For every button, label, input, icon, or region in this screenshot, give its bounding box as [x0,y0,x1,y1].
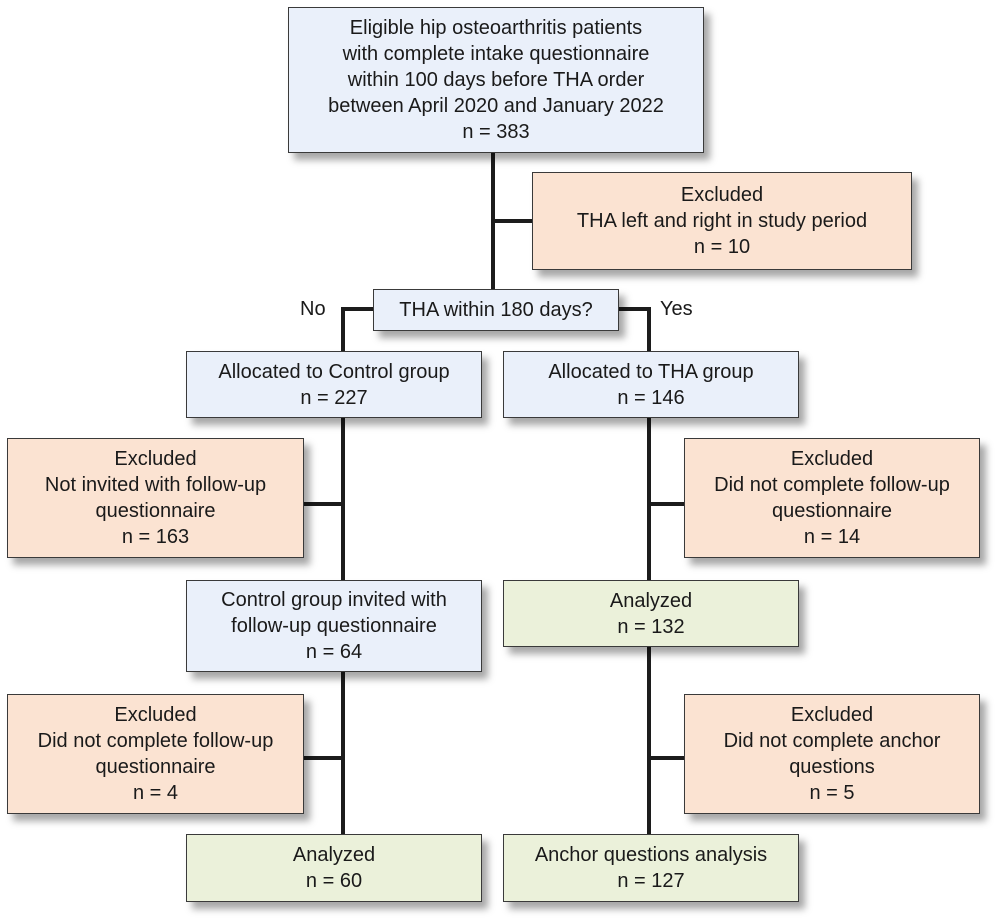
tha-analyzed-count: n = 132 [617,615,685,638]
control-allocated-box: Allocated to Control group n = 227 [186,351,482,418]
connector-yes-vertical [647,307,651,351]
eligible-line-3: within 100 days before THA order [347,69,645,91]
connector-excluded-bilateral [491,219,532,223]
excluded-bilateral-count: n = 10 [693,236,751,258]
connector-control-excluded-163 [304,502,344,506]
tha-excluded-anchor-count: n = 5 [809,782,855,804]
control-excluded-incomplete-count: n = 4 [132,782,179,804]
control-analyzed-box: Analyzed n = 60 [186,834,482,902]
tha-anchor-analysis-box: Anchor questions analysis n = 127 [503,834,799,902]
control-excluded-not-invited-reason-2: questionnaire [95,500,216,522]
tha-excluded-incomplete-heading: Excluded [790,448,874,470]
control-excluded-not-invited-reason-1: Not invited with follow-up [44,474,267,496]
tha-analyzed-box: Analyzed n = 132 [503,580,799,647]
eligible-line-1: Eligible hip osteoarthritis patients [349,17,643,39]
control-excluded-incomplete-reason-1: Did not complete follow-up [37,730,274,752]
connector-no-horizontal [341,307,373,311]
control-excluded-incomplete-reason-2: questionnaire [95,756,216,778]
control-invited-box: Control group invited with follow-up que… [186,580,482,672]
control-excluded-not-invited-count: n = 163 [121,526,190,548]
tha-excluded-incomplete-reason-2: questionnaire [771,500,893,522]
excluded-bilateral-heading: Excluded [680,184,764,206]
eligible-patients-box: Eligible hip osteoarthritis patients wit… [288,7,704,153]
tha-excluded-anchor-box: Excluded Did not complete anchor questio… [684,694,980,814]
connector-tha-excluded-5 [647,756,684,760]
excluded-bilateral-box: Excluded THA left and right in study per… [532,172,912,270]
tha-allocated-box: Allocated to THA group n = 146 [503,351,799,418]
control-invited-line-2: follow-up questionnaire [231,615,437,637]
control-excluded-incomplete-box: Excluded Did not complete follow-up ques… [7,694,304,814]
control-invited-count: n = 64 [305,641,363,663]
decision-box: THA within 180 days? [373,289,619,331]
tha-excluded-incomplete-reason-1: Did not complete follow-up [714,474,950,496]
tha-allocated-count: n = 146 [617,386,685,409]
control-excluded-not-invited-box: Excluded Not invited with follow-up ques… [7,438,304,558]
tha-excluded-anchor-reason-2: questions [789,756,875,778]
tha-anchor-analysis-count: n = 127 [617,870,685,892]
tha-analyzed-label: Analyzed [609,589,693,612]
decision-question: THA within 180 days? [399,299,593,321]
control-allocated-count: n = 227 [300,386,368,409]
control-excluded-incomplete-heading: Excluded [114,704,197,726]
decision-no-label: No [300,298,326,320]
control-excluded-not-invited-heading: Excluded [114,448,197,470]
control-allocated-label: Allocated to Control group [218,360,450,383]
connector-tha-excluded-14 [647,502,684,506]
control-analyzed-label: Analyzed [292,844,376,866]
tha-excluded-incomplete-box: Excluded Did not complete follow-up ques… [684,438,980,558]
control-analyzed-count: n = 60 [305,870,363,892]
eligible-line-2: with complete intake questionnaire [342,43,650,65]
decision-yes-label: Yes [660,298,693,320]
connector-no-vertical [341,307,345,351]
tha-anchor-analysis-label: Anchor questions analysis [534,844,768,866]
excluded-bilateral-reason: THA left and right in study period [576,210,868,232]
eligible-line-4: between April 2020 and January 2022 [328,95,664,117]
connector-yes-horizontal [619,307,651,311]
tha-excluded-anchor-heading: Excluded [790,704,874,726]
eligible-count: n = 383 [462,121,530,143]
tha-excluded-anchor-reason-1: Did not complete anchor [723,730,941,752]
connector-control-excluded-4 [304,756,344,760]
tha-excluded-incomplete-count: n = 14 [803,526,861,548]
control-invited-line-1: Control group invited with [221,589,447,611]
tha-allocated-label: Allocated to THA group [548,360,754,383]
